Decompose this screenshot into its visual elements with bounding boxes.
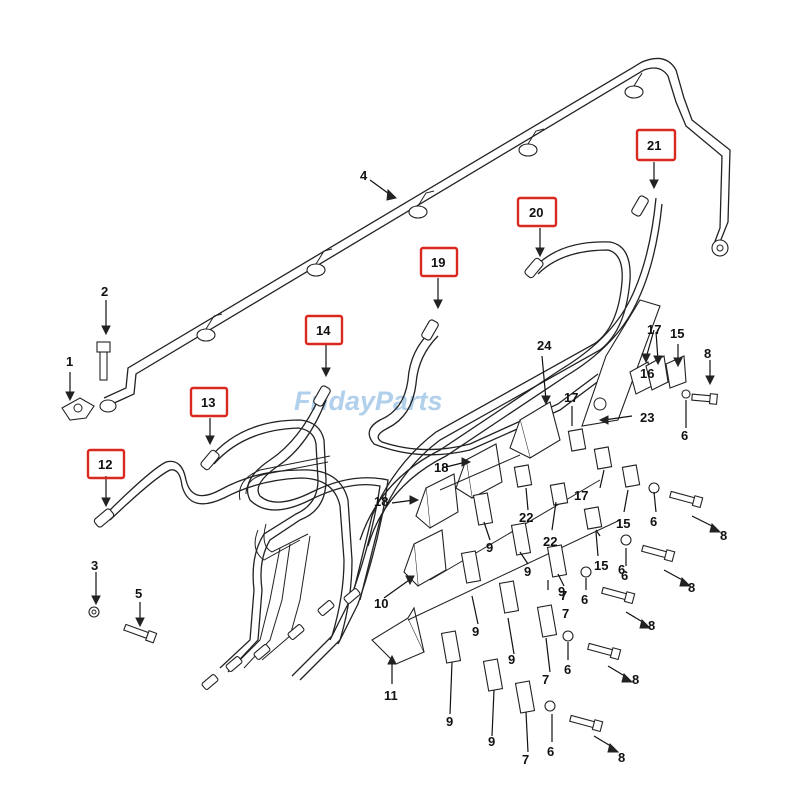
callout-13: 13 <box>201 395 215 410</box>
callout-21: 21 <box>647 138 661 153</box>
mounting-plate <box>581 299 661 427</box>
clamp-bolt <box>99 349 108 381</box>
callout-6: 6 <box>681 428 688 443</box>
highlighted-callouts: 12 13 14 19 20 21 <box>86 128 677 480</box>
leader-lines <box>69 162 717 753</box>
callout-8: 8 <box>618 750 625 765</box>
callout-9: 9 <box>486 540 493 555</box>
callout-4: 4 <box>360 168 368 183</box>
callout-7: 7 <box>522 752 529 767</box>
callout-8: 8 <box>648 618 655 633</box>
washers-and-bolts <box>88 389 718 733</box>
callout-15: 15 <box>616 516 630 531</box>
callout-22: 22 <box>543 534 557 549</box>
callout-9: 9 <box>446 714 453 729</box>
callout-18: 18 <box>374 494 388 509</box>
callout-17: 17 <box>564 390 578 405</box>
callout-19: 19 <box>431 255 445 270</box>
callout-1: 1 <box>66 354 73 369</box>
callout-18: 18 <box>434 460 448 475</box>
callout-15: 15 <box>670 326 684 341</box>
callout-24: 24 <box>537 338 552 353</box>
callout-23: 23 <box>640 410 654 425</box>
callout-12: 12 <box>98 457 112 472</box>
callout-9: 9 <box>472 624 479 639</box>
callout-9: 9 <box>524 564 531 579</box>
return-manifold-rail <box>99 57 731 413</box>
bolt-set <box>569 393 718 733</box>
arrowheads <box>65 179 722 753</box>
rail-banjo-taps <box>99 72 644 413</box>
rail-clamp <box>61 341 111 421</box>
washer-set <box>544 389 691 712</box>
callout-9: 9 <box>558 584 565 599</box>
clamp-blocks <box>440 355 687 714</box>
callout-15: 15 <box>594 558 608 573</box>
callout-14: 14 <box>316 323 331 338</box>
callout-16: 16 <box>640 366 654 381</box>
callout-9: 9 <box>508 652 515 667</box>
callout-3: 3 <box>91 558 98 573</box>
callout-8: 8 <box>720 528 727 543</box>
callout-6: 6 <box>581 592 588 607</box>
callout-20: 20 <box>529 205 543 220</box>
callout-17: 17 <box>647 322 661 337</box>
callout-5: 5 <box>135 586 142 601</box>
callout-8: 8 <box>688 580 695 595</box>
callout-8: 8 <box>704 346 711 361</box>
callout-labels: 1 2 3 4 5 6 6 6 6 6 6 6 7 7 7 7 8 8 8 8 … <box>66 168 727 767</box>
callout-6: 6 <box>547 744 554 759</box>
rail-end-fitting <box>711 239 729 257</box>
callout-9: 9 <box>488 734 495 749</box>
callout-6: 6 <box>564 662 571 677</box>
injector-fittings <box>93 195 649 690</box>
injector-lines <box>103 197 663 681</box>
callout-2: 2 <box>101 284 108 299</box>
callout-22: 22 <box>519 510 533 525</box>
callout-6: 6 <box>650 514 657 529</box>
callout-6: 6 <box>618 562 625 577</box>
callout-17: 17 <box>574 488 588 503</box>
callout-8: 8 <box>632 672 639 687</box>
callout-7: 7 <box>562 606 569 621</box>
callout-6: 6 <box>621 568 628 583</box>
support-brackets <box>371 299 661 665</box>
callout-7: 7 <box>560 588 567 603</box>
callout-7: 7 <box>542 672 549 687</box>
callout-11: 11 <box>384 688 398 703</box>
callout-10: 10 <box>374 596 388 611</box>
